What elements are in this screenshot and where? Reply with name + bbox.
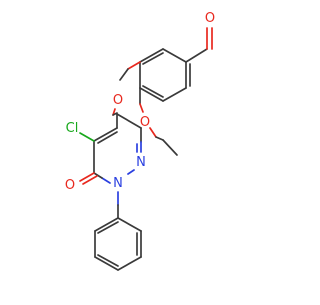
bond-ring-a3-inner [142, 85, 164, 98]
atom-label-n1: N [113, 176, 123, 191]
bond-ether-c [112, 112, 118, 116]
carbonyl-group: O [65, 172, 98, 193]
atom-label-carbonyl-o: O [65, 178, 75, 193]
bond-ph-6 [94, 217, 119, 232]
ether-linkage: O [112, 61, 141, 116]
bond-pz-n1c [101, 177, 111, 184]
bond-ether-c-top [119, 68, 129, 81]
bond-ether-o1 [127, 61, 141, 70]
atom-label-n2: N [136, 155, 146, 170]
chloro-substituent: Cl [66, 121, 95, 142]
atom-label-ethoxy-o: O [140, 115, 150, 130]
bond-carbonyl-1 [79, 172, 95, 182]
bond-ring-a6 [162, 48, 187, 63]
bond-ring-a2 [162, 87, 187, 102]
bond-ph-3 [117, 256, 142, 271]
bond-pz-1 [116, 113, 142, 129]
aldehyde-group: O [185, 11, 215, 63]
atom-label-aldehyde-o: O [205, 11, 215, 26]
benzene-ring-top [139, 48, 191, 102]
bond-carbonyl-2 [82, 175, 98, 185]
atom-label-cl: Cl [66, 121, 79, 136]
bond-ethoxy-o1 [139, 103, 144, 113]
bond-ph-1 [117, 217, 142, 232]
bond-ethoxy-c2 [162, 139, 178, 156]
bond-ring-a5 [139, 48, 164, 63]
bond-ring-a5-inner [142, 52, 164, 65]
bond-cl [79, 132, 95, 142]
molecule-diagram: O O O N N [65, 11, 215, 271]
bond-pz-c4 [93, 127, 118, 142]
bond-ph-4 [94, 256, 119, 271]
bond-aldehyde-c [185, 48, 208, 63]
bond-pz-c4-inner [97, 131, 118, 144]
bond-pz-c6 [93, 172, 103, 179]
pyridazinone-ring: N N [93, 113, 146, 191]
ethoxy-group: O [139, 87, 178, 156]
phenyl-ring [94, 191, 142, 271]
structure-drawing: O O O N N [65, 11, 215, 271]
bond-ethoxy-c1 [155, 136, 164, 141]
bond-ph-6-inner [97, 221, 119, 234]
bond-ring-a3 [139, 87, 164, 102]
bond-pz-nn [127, 169, 135, 175]
bond-ph-4-inner [97, 254, 119, 267]
bond-ethoxy-o2 [149, 127, 157, 138]
atom-label-ether-o: O [113, 93, 123, 108]
